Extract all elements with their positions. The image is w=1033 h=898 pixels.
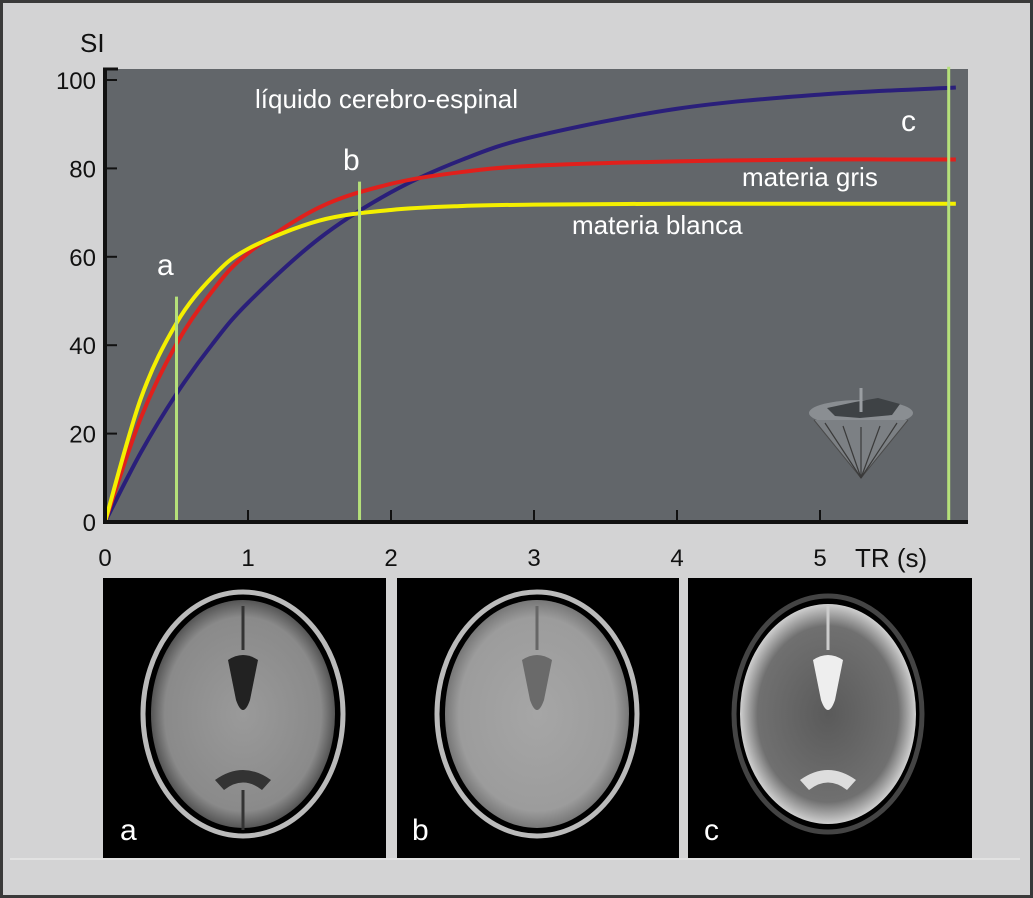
y-tick-label: 20: [69, 422, 96, 449]
marker-label-c: c: [901, 105, 916, 138]
plot-area: [105, 69, 968, 522]
mri-panel-b: b: [397, 578, 679, 858]
x-axis-label: TR (s): [855, 543, 927, 573]
mri-panels: a b c: [103, 578, 972, 858]
mri-panel-a: a: [103, 578, 386, 858]
series-label-white-matter: materia blanca: [572, 210, 743, 240]
mri-panel-c: c: [688, 578, 972, 858]
x-tick-label: 2: [384, 545, 397, 572]
series-label-csf: líquido cerebro-espinal: [255, 84, 518, 114]
marker-label-b: b: [343, 144, 360, 177]
y-tick-label: 0: [83, 510, 96, 537]
series-line-1: [103, 157, 956, 523]
series-line-2: [103, 201, 956, 523]
panel-label-b: b: [412, 814, 429, 847]
marker-label-a: a: [157, 249, 174, 282]
series-label-gray-matter: materia gris: [742, 162, 878, 192]
y-tick-label: 100: [56, 68, 96, 95]
y-tick-label: 40: [69, 333, 96, 360]
panel-label-c: c: [704, 814, 719, 847]
x-tick-label: 4: [670, 545, 683, 572]
panel-label-a: a: [120, 814, 137, 847]
y-tick-label: 60: [69, 245, 96, 272]
x-tick-label: 3: [527, 545, 540, 572]
x-tick-label: 5: [813, 545, 826, 572]
y-tick-label: 80: [69, 156, 96, 183]
x-tick-label: 0: [98, 545, 111, 572]
y-axis-label: SI: [80, 28, 105, 58]
x-tick-label: 1: [241, 545, 254, 572]
magnetization-cone-logo: [809, 388, 913, 479]
